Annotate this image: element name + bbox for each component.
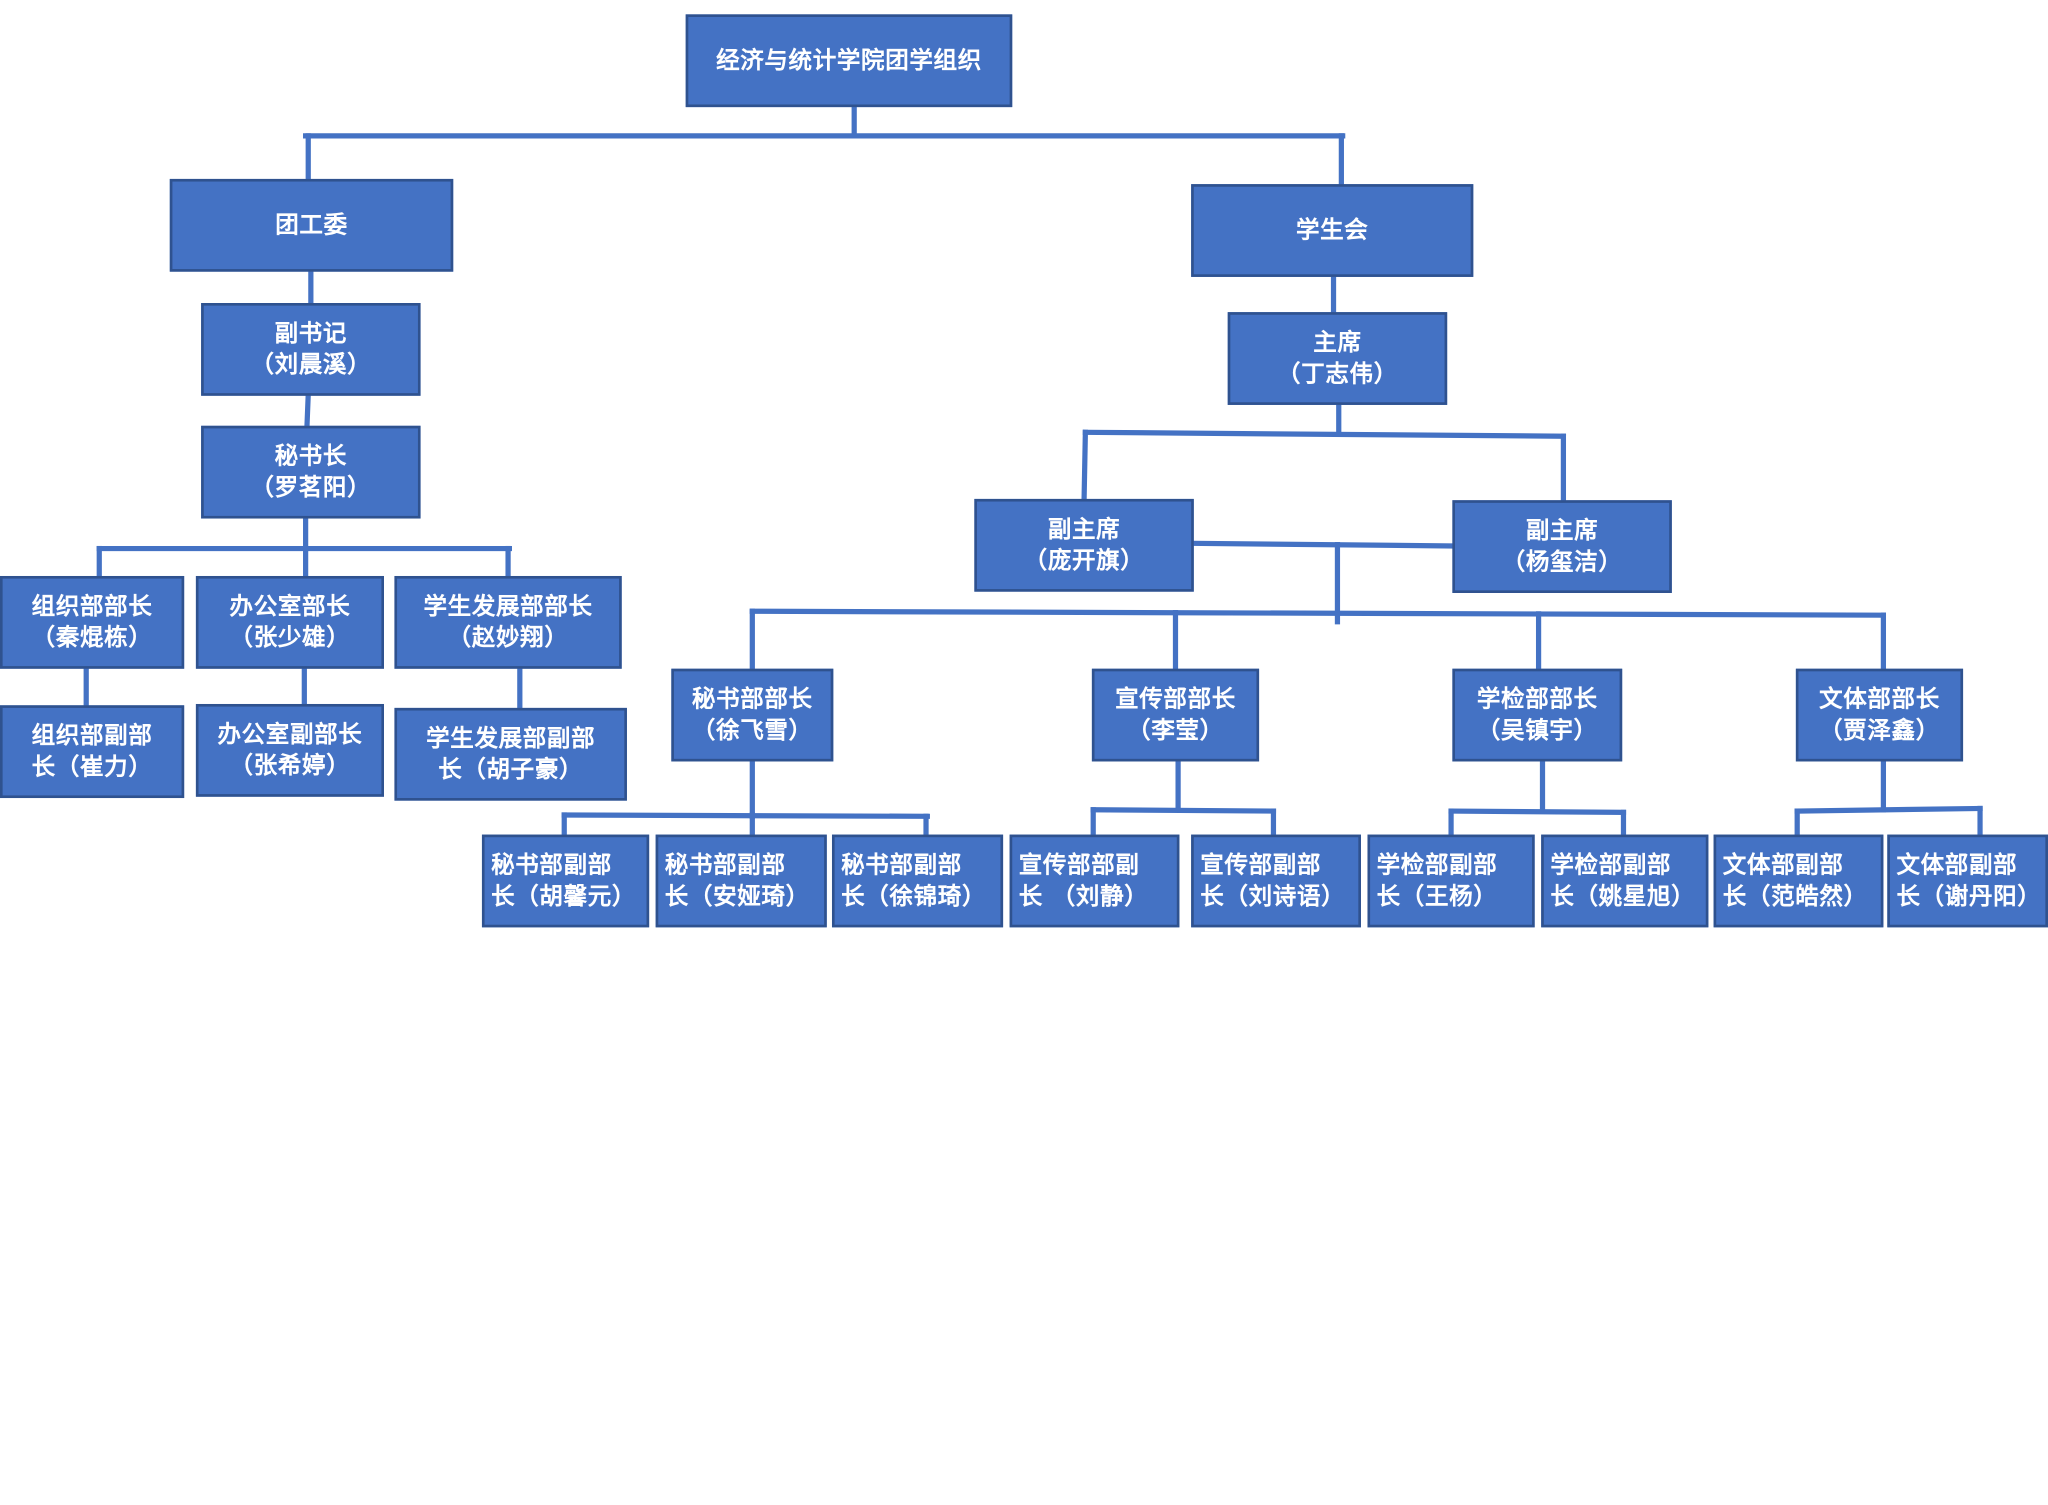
node-sublabel: 长（刘诗语） [1200,882,1346,910]
node-label: 副书记 [274,319,348,347]
node-label: 学检部部长 [1476,685,1598,713]
node-label: 文体部副部 [1896,850,2018,879]
node-sublabel: 长（范皓然） [1722,882,1868,910]
node-label: 宣传部副部 [1200,850,1322,879]
node-xuejian-deputy-2: 学检部副部 长（姚星旭） [1541,834,1709,928]
node-xuejian-head: 学检部部长 （吴镇宇） [1452,668,1623,762]
node-xuanchuan-head: 宣传部部长 （李莹） [1091,668,1260,762]
node-xuejian-deputy-1: 学检部副部 长（王杨） [1367,834,1535,928]
node-mishu-deputy-2: 秘书部副部 长（安娅琦） [655,834,827,928]
node-wenti-deputy-1: 文体部副部 长（范皓然） [1713,834,1884,928]
node-mishu-deputy-3: 秘书部副部 长（徐锦琦） [831,834,1004,928]
node-label: 文体部部长 [1819,685,1940,713]
node-label: 团工委 [275,210,348,239]
node-sublabel: （张少雄） [229,623,351,652]
node-xuesheng-fazhan-head: 学生发展部部长 （赵妙翔） [394,575,622,669]
node-label: 学生发展部部长 [423,592,593,620]
node-label: 秘书部部长 [691,685,813,713]
connector-line [561,812,930,819]
node-label: 秘书部副部 [841,850,962,879]
node-bangongshi-deputy: 办公室副部长 （张希婷） [195,703,384,797]
node-sublabel: （庞开旗） [1023,546,1145,575]
node-xuanchuan-deputy-1: 宣传部部副 长 （刘静） [1009,834,1180,928]
node-label: 主席 [1313,328,1362,356]
node-label: 组织部部长 [31,592,153,620]
node-label: 秘书长 [274,442,348,470]
node-sublabel: 长（胡馨元） [491,882,637,910]
connector-line [304,391,311,430]
node-label: 秘书部副部 [491,850,612,879]
node-bangongshi-head: 办公室部长 （张少雄） [195,575,384,669]
node-sublabel: 长（安娅琦） [664,882,810,910]
connector-line [1189,540,1456,549]
connector-line [1082,429,1567,439]
node-label: 办公室副部长 [217,720,363,748]
connector-line [749,608,1887,618]
node-sublabel: （赵妙翔） [447,623,569,652]
node-sublabel: （张希婷） [229,751,351,780]
node-fuzhuxi-yang: 副主席 （杨玺洁） [1452,500,1672,593]
node-sublabel: 长 （刘静） [1018,882,1149,910]
node-zuzhi-head: 组织部部长 （秦焜栋） [0,575,185,669]
node-zhuxi: 主席 （丁志伟） [1227,312,1448,405]
node-xueshenghui: 学生会 [1191,184,1474,277]
node-sublabel: （丁志伟） [1277,359,1398,388]
node-label: 宣传部部长 [1115,685,1236,713]
node-fushuji: 副书记 （刘晨溪） [201,303,421,396]
node-sublabel: 长（崔力） [31,752,153,781]
node-label: 宣传部部副 [1018,850,1140,879]
connector-lines [83,104,1983,839]
connector-line [1448,808,1627,816]
node-label: 学生会 [1295,216,1369,244]
node-label: 秘书部副部 [664,850,786,879]
node-sublabel: 长（胡子豪） [438,755,584,784]
node-label: 学生发展部副部 [426,724,596,752]
node-label: 副主席 [1047,515,1121,543]
node-sublabel: （罗茗阳） [250,473,372,501]
node-wenti-head: 文体部部长 （贾泽鑫） [1795,668,1964,762]
connector-line [1090,807,1277,814]
node-sublabel: （刘晨溪） [250,350,372,379]
node-zuzhi-deputy: 组织部副部 长（崔力） [0,705,185,799]
node-sublabel: （徐飞雪） [691,716,813,744]
node-label: 办公室部长 [229,592,351,620]
node-mishu-deputy-1: 秘书部副部 长（胡馨元） [481,834,650,928]
node-wenti-deputy-2: 文体部副部 长（谢丹阳） [1887,834,2048,928]
node-sublabel: 长（姚星旭） [1550,882,1696,910]
node-sublabel: 长（徐锦琦） [841,882,987,910]
node-sublabel: （李莹） [1127,716,1224,744]
node-xuanchuan-deputy-2: 宣传部副部 长（刘诗语） [1191,834,1361,928]
node-label: 学检部副部 [1550,850,1672,879]
connector-line [1081,429,1089,503]
node-sublabel: （贾泽鑫） [1819,716,1940,744]
node-label: 文体部副部 [1722,850,1844,879]
node-label: 经济与统计学院团学组织 [716,46,982,74]
node-sublabel: （吴镇宇） [1476,716,1598,744]
node-sublabel: （秦焜栋） [31,623,153,652]
node-tuangongwei: 团工委 [169,178,454,272]
node-label: 组织部副部 [31,721,153,750]
node-sublabel: （杨玺洁） [1501,547,1623,576]
connector-line [1794,805,1983,814]
node-mishuzhang: 秘书长 （罗茗阳） [201,425,421,519]
node-label: 学检部副部 [1376,850,1498,879]
node-sublabel: 长（谢丹阳） [1896,882,2042,910]
node-xuesheng-fazhan-deputy: 学生发展部副部 长（胡子豪） [394,707,627,801]
node-root: 经济与统计学院团学组织 [685,14,1013,108]
node-mishu-head: 秘书部部长 （徐飞雪） [671,668,834,762]
node-fuzhuxi-pang: 副主席 （庞开旗） [974,498,1194,592]
node-sublabel: 长（王杨） [1376,882,1498,910]
node-label: 副主席 [1525,516,1599,544]
